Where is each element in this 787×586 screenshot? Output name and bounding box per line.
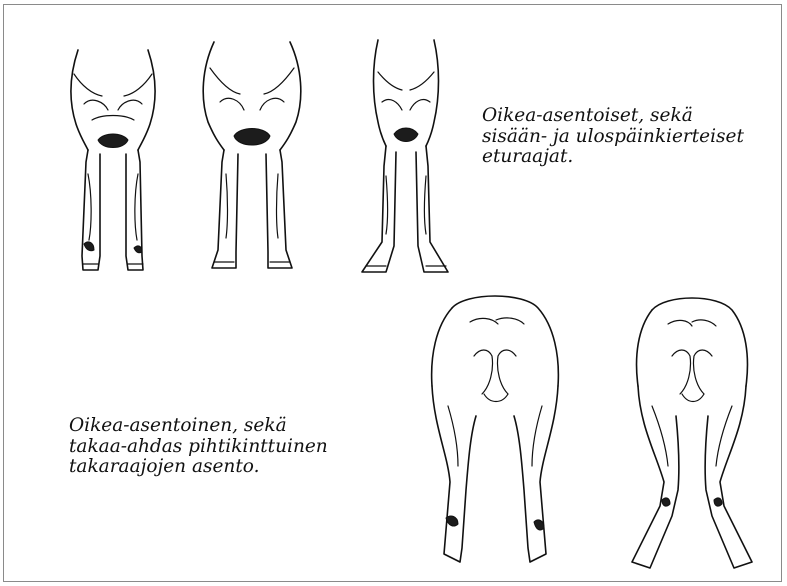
front-legs-correct-illustration [62, 44, 166, 276]
front-legs-toes-out-illustration [352, 36, 464, 278]
rear-caption-line-1: Oikea-asentoinen, sekä [69, 416, 328, 437]
rear-legs-caption: Oikea-asentoinen, sekä takaa-ahdas pihti… [69, 416, 328, 478]
rear-caption-line-2: takaa-ahdas pihtikinttuinen [69, 437, 328, 458]
rear-caption-line-3: takaraajojen asento. [69, 457, 328, 478]
rear-legs-cow-hocked-illustration [622, 286, 762, 576]
front-caption-line-3: eturaajat. [482, 147, 744, 168]
front-caption-line-1: Oikea-asentoiset, sekä [482, 106, 744, 127]
front-legs-caption: Oikea-asentoiset, sekä sisään- ja ulospä… [482, 106, 744, 168]
front-legs-toes-in-illustration [196, 38, 308, 276]
rear-legs-correct-illustration [418, 286, 572, 572]
front-caption-line-2: sisään- ja ulospäinkierteiset [482, 127, 744, 148]
